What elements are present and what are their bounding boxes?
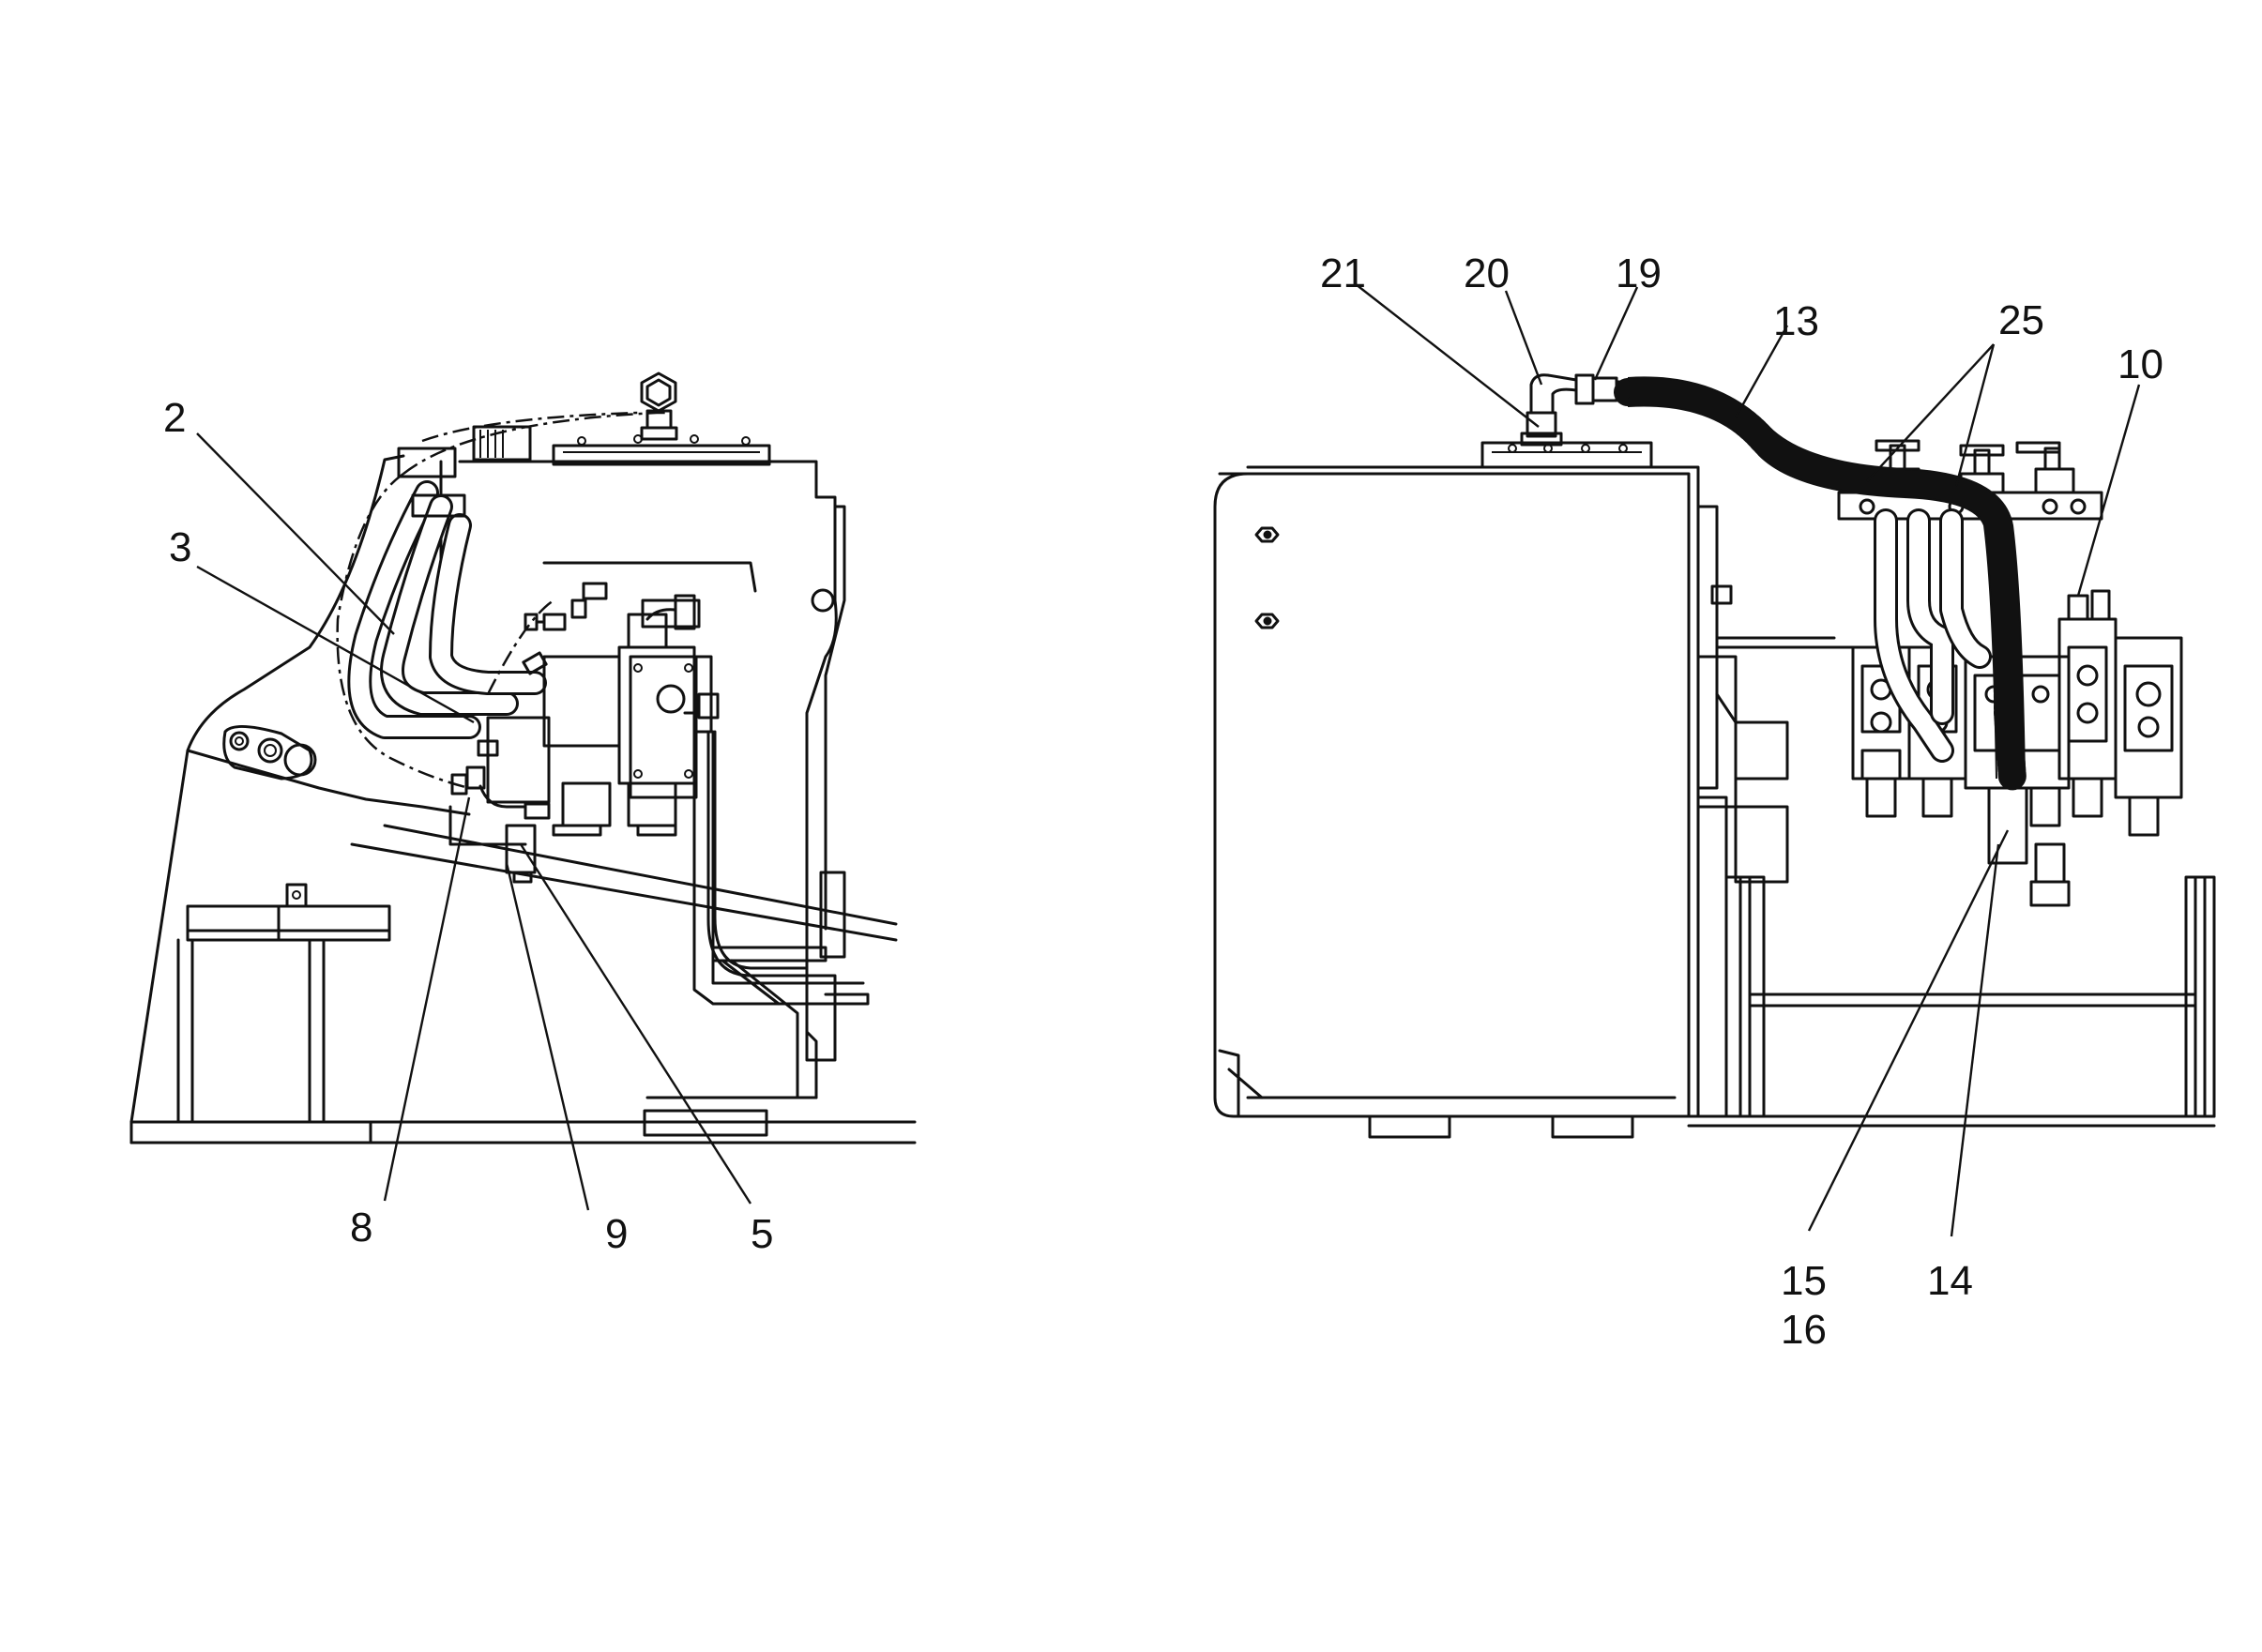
callout-20: 20 [1464, 250, 1510, 296]
left-base-frame [129, 1109, 917, 1144]
callout-10: 10 [2118, 341, 2163, 387]
callout-16: 16 [1781, 1307, 1827, 1353]
callout-14: 14 [1927, 1258, 1973, 1304]
callout-9: 9 [605, 1211, 628, 1257]
callout-5: 5 [751, 1211, 773, 1257]
braided-hose [1614, 376, 2027, 793]
right-tubes [1874, 508, 1992, 763]
callout-13: 13 [1773, 298, 1819, 344]
callout-21: 21 [1320, 250, 1366, 296]
right-tank [1213, 441, 1700, 1139]
right-top-fittings [1520, 373, 1630, 447]
left-callouts: 2 3 8 9 5 [163, 395, 773, 1257]
callout-25: 25 [1998, 297, 2044, 343]
left-side-view: 2 3 8 9 5 [129, 371, 917, 1257]
callout-2: 2 [163, 395, 186, 441]
left-housing [439, 434, 870, 1099]
right-callouts: 21 20 19 13 25 10 15 16 14 [1320, 250, 2163, 1353]
callout-15: 15 [1781, 1258, 1827, 1304]
right-frame [1687, 505, 2216, 1128]
right-leader-lines [1355, 283, 2141, 1237]
callout-19: 19 [1616, 250, 1662, 296]
right-side-view: 21 20 19 13 25 10 15 16 14 [1213, 250, 2216, 1353]
callout-8: 8 [350, 1205, 372, 1250]
left-top-fittings [397, 371, 678, 518]
left-stand [176, 883, 391, 1124]
callout-3: 3 [169, 524, 191, 570]
left-boom [129, 454, 898, 1124]
left-hoses [336, 411, 668, 790]
left-valve-block [450, 582, 809, 978]
left-leader-lines [196, 432, 752, 1211]
